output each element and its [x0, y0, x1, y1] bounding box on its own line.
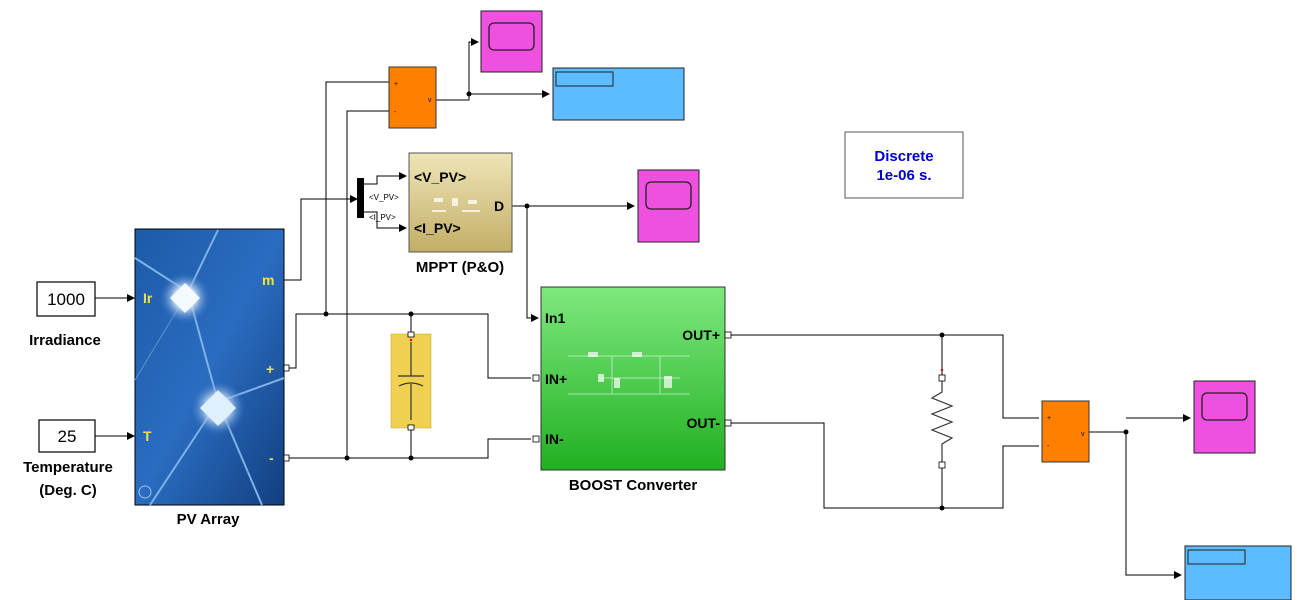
mppt-port-v-pv: <V_PV> [414, 169, 466, 185]
display-top[interactable] [553, 68, 684, 120]
mppt-port-i-pv: <I_PV> [414, 220, 461, 236]
boost-port-out-minus: OUT- [687, 415, 721, 431]
pv-minus-connector[interactable] [284, 455, 289, 461]
vm-top-out-label: v [428, 97, 432, 104]
irradiance-constant-block[interactable]: 1000 Irradiance [29, 282, 101, 349]
wire-pv-m-to-bus[interactable] [284, 199, 357, 280]
display-readout [1188, 550, 1245, 564]
irradiance-label: Irradiance [29, 332, 101, 349]
capacitor-block[interactable] [391, 332, 431, 430]
irradiance-value: 1000 [47, 290, 85, 309]
boost-port-out-plus: OUT+ [682, 327, 720, 343]
pv-plus-connector[interactable] [284, 365, 289, 371]
wire-boost-out-plus[interactable] [731, 335, 1039, 418]
boost-port-in-minus: IN- [545, 431, 564, 447]
temperature-constant-block[interactable]: 25 Temperature (Deg. C) [23, 420, 113, 499]
scope-screen-icon [489, 23, 534, 50]
scope-mppt[interactable] [638, 170, 699, 242]
bus-selector-block[interactable]: <V_PV> <I_PV> [357, 178, 399, 222]
wire-bus-v-to-mppt[interactable] [364, 176, 406, 184]
wire-pv-minus-to-vm[interactable] [347, 111, 389, 458]
pv-port-minus: - [269, 450, 274, 466]
boost-converter-label: BOOST Converter [569, 477, 698, 494]
vm-right-plus-label: + [1047, 415, 1051, 422]
scope-top[interactable] [481, 11, 542, 72]
mppt-block[interactable]: <V_PV> <I_PV> D MPPT (P&O) [409, 153, 512, 276]
scope-screen-icon [1202, 393, 1247, 420]
powergui-mode: Discrete [874, 148, 933, 165]
pv-array-block[interactable]: Ir T m + - PV Array [135, 229, 289, 528]
resistor-icon [932, 368, 952, 472]
bus-label-i: <I_PV> [369, 213, 396, 222]
pv-port-ir: Ir [143, 290, 153, 306]
boost-converter-block[interactable]: In1 IN+ IN- OUT+ OUT- BOOST Converter [533, 287, 731, 494]
wire-vm2-to-display[interactable] [1089, 432, 1181, 575]
voltage-measurement-right[interactable]: + - v [1042, 401, 1089, 462]
pv-port-t: T [143, 428, 152, 444]
temperature-label: Temperature [23, 459, 113, 476]
mppt-label: MPPT (P&O) [416, 259, 504, 276]
scope-screen-icon [646, 182, 691, 209]
temperature-value: 25 [58, 427, 77, 446]
pv-array-label: PV Array [177, 511, 240, 528]
display-bottom[interactable] [1185, 546, 1291, 600]
load-resistor-block[interactable] [932, 368, 952, 472]
temperature-unit-label: (Deg. C) [39, 482, 97, 499]
boost-port-in1: In1 [545, 310, 565, 326]
boost-port-in-plus: IN+ [545, 371, 567, 387]
vm-right-out-label: v [1081, 431, 1085, 438]
bus-label-v: <V_PV> [369, 193, 399, 202]
display-readout [556, 72, 613, 86]
powergui-sample-time: 1e-06 s. [876, 167, 931, 184]
pv-port-m: m [262, 272, 274, 288]
wire-mppt-d-to-boost[interactable] [527, 206, 538, 318]
vm-top-plus-label: + [394, 81, 398, 88]
scope-right[interactable] [1194, 381, 1255, 453]
voltage-measurement-top[interactable]: + - v [389, 67, 436, 128]
wire-boost-out-minus[interactable] [731, 423, 1039, 508]
wire-pv-minus-to-boost[interactable] [289, 439, 531, 458]
powergui-block[interactable]: Discrete 1e-06 s. [845, 132, 963, 198]
mppt-port-d: D [494, 198, 504, 214]
pv-port-plus: + [266, 361, 274, 377]
wire-vm-to-scope[interactable] [436, 42, 478, 100]
